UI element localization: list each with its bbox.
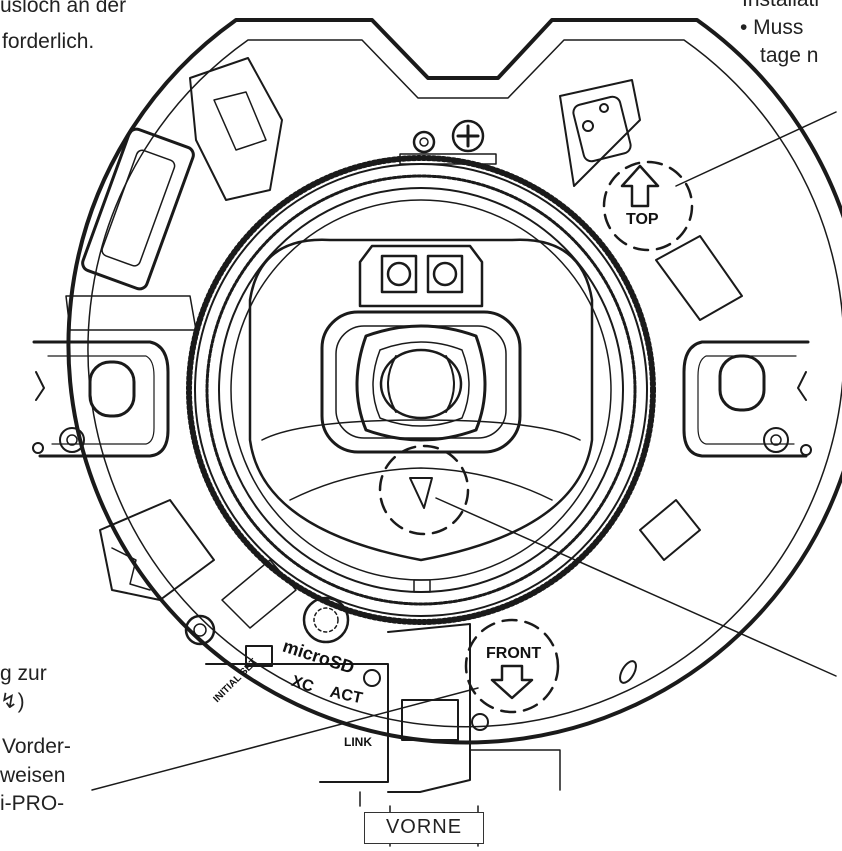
- top-right-text-line-2: • Muss: [740, 16, 804, 39]
- top-screw-left: [412, 130, 436, 154]
- act-label: ACT: [328, 684, 364, 708]
- top-screw-cross: [451, 119, 485, 153]
- top-button-left: [380, 254, 418, 294]
- card-bay: [205, 663, 389, 783]
- bottom-left-text-line-5: i-PRO-: [0, 792, 65, 815]
- top-button-right: [426, 254, 464, 294]
- right-mounting-tab: [682, 340, 810, 458]
- top-mark-label: TOP: [626, 211, 659, 228]
- top-bracket: [358, 244, 484, 308]
- right-screw-hole: [718, 354, 766, 412]
- bottom-left-text-line-3: Vorder-: [2, 735, 71, 758]
- top-left-text-line-2: forderlich.: [2, 30, 95, 53]
- initial-set-button: [184, 614, 216, 646]
- vorne-label: VORNE: [364, 812, 484, 844]
- lens-glass: [379, 348, 463, 420]
- left-screw-hole: [88, 360, 136, 418]
- leader-line-top: [675, 111, 837, 187]
- front-mark-callout: [464, 618, 560, 714]
- lens-shape: [355, 324, 487, 442]
- xc-label: XC: [289, 673, 316, 696]
- top-right-plate: [559, 79, 641, 187]
- outer-housing: [66, 18, 842, 745]
- right-tab-screw: [763, 427, 789, 453]
- camera-bowl: [248, 238, 594, 562]
- top-right-text-line-1: Installati: [742, 0, 819, 12]
- bottom-gear-screw: [302, 596, 350, 644]
- bottom-left-text-line-2: ↯): [0, 690, 25, 713]
- card-slot-region: [99, 499, 215, 601]
- bottom-left-text-line-4: weisen: [0, 764, 66, 787]
- front-pointer-tab: [409, 477, 433, 509]
- front-mark-label: FRONT: [486, 645, 541, 662]
- top-left-text-line-1: usloch an der: [0, 0, 127, 17]
- lens-housing: [320, 310, 522, 454]
- left-tab-screw: [59, 427, 85, 453]
- front-indicator-callout: [378, 444, 470, 536]
- top-mark-callout: [602, 160, 694, 252]
- bottom-left-text-line-1: g zur: [0, 662, 47, 685]
- bottom-connector: [387, 623, 471, 793]
- top-arrow-icon: [620, 164, 660, 208]
- left-mounting-tab: [32, 340, 170, 458]
- gear-ring-inner: [205, 174, 637, 606]
- front-arrow-icon: [490, 664, 534, 700]
- leader-line-front-mark: [91, 687, 479, 791]
- leader-line-front-pointer: [435, 497, 837, 677]
- inner-housing-rim: [87, 39, 842, 728]
- gear-ring-outer: [186, 155, 656, 625]
- link-label: LINK: [344, 735, 372, 749]
- top-right-text-line-3: tage n: [760, 44, 819, 67]
- left-slot: [81, 127, 195, 291]
- micro-sd-label: microSD: [280, 636, 357, 678]
